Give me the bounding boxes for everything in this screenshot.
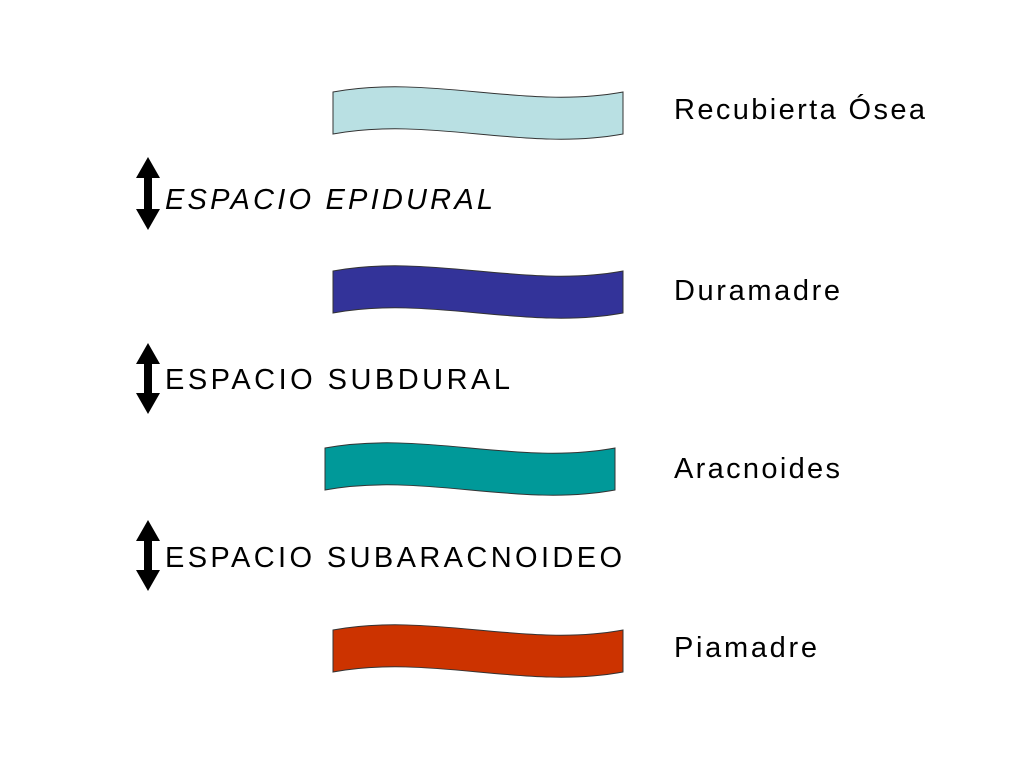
space-subaracnoideo: ESPACIO SUBARACNOIDEO [136,520,622,591]
double-arrow-icon [136,157,160,230]
space-label: ESPACIO SUBARACNOIDEO [165,542,622,574]
space-label: ESPACIO EPIDURAL [165,184,493,216]
layer-label: Duramadre [674,275,840,307]
double-arrow-icon [136,520,160,591]
layer-piamadre: Piamadre [332,624,817,678]
space-label: ESPACIO SUBDURAL [165,364,510,396]
layer-duramadre: Duramadre [332,265,840,319]
bone-band-shape [332,86,624,140]
layer-recubierta-osea: Recubierta Ósea [332,86,926,140]
layer-label: Aracnoides [674,453,840,485]
layer-label: Piamadre [674,632,817,664]
pia-band-shape [332,624,624,678]
arachnoid-band-shape [324,442,616,496]
double-arrow-icon [136,343,160,414]
space-subdural: ESPACIO SUBDURAL [136,343,510,414]
layer-aracnoides: Aracnoides [324,442,840,496]
dura-band-shape [332,265,624,319]
space-epidural: ESPACIO EPIDURAL [136,157,493,230]
layer-label: Recubierta Ósea [674,93,926,126]
